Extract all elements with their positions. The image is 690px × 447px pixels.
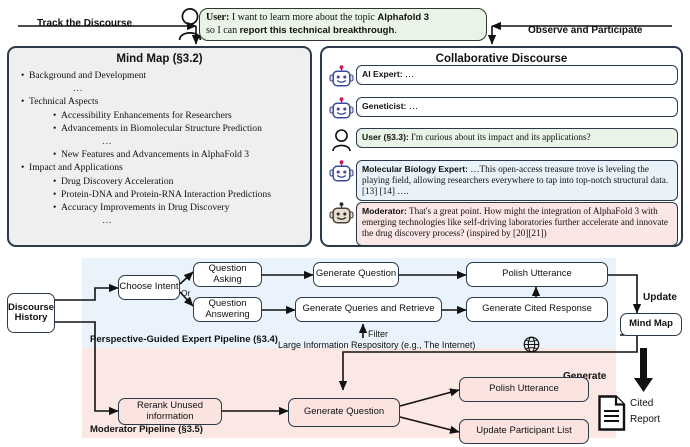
mind-map-item-label: … xyxy=(102,215,113,227)
label-or: Or xyxy=(181,288,191,298)
user-bubble-action: report this technical breakthrough xyxy=(239,24,395,36)
mind-map-item-label: Accuracy Improvements in Drug Discovery xyxy=(61,202,230,214)
label-expert-pipeline: Perspective-Guided Expert Pipeline (§3.4… xyxy=(90,334,278,345)
discourse-message-row: Moderator: That's a great point. How mig… xyxy=(326,202,678,246)
mind-map-item: … xyxy=(17,82,304,95)
mind-map-item-label: … xyxy=(73,83,84,95)
robot-tan-icon xyxy=(326,202,356,226)
node-generate-question-expert[interactable]: Generate Question xyxy=(313,262,399,287)
annotation-track-the-discourse: Track the Discourse xyxy=(37,18,133,29)
collaborative-discourse-panel: Collaborative Discourse AI Expert: … Gen… xyxy=(320,46,683,247)
robot-blue-icon xyxy=(326,160,356,184)
cited-report-document-icon xyxy=(598,395,626,436)
mind-map-item-label: Impact and Applications xyxy=(29,162,123,174)
mind-map-item: • Advancements in Biomolecular Structure … xyxy=(17,122,304,135)
discourse-message-bubble: Molecular Biology Expert: …This open-acc… xyxy=(356,160,678,202)
mind-map-bullet-icon: • xyxy=(21,70,25,81)
user-bubble-line1a: I want to learn more about the topic xyxy=(229,12,378,23)
discourse-message-body: That's a great point. How might the inte… xyxy=(362,205,668,239)
mind-map-panel: Mind Map (§3.2) • Background and Developm… xyxy=(7,46,312,247)
user-bubble-topic: Alphafold 3 xyxy=(377,12,430,23)
user-utterance-bubble: User: I want to learn more about the top… xyxy=(199,8,487,41)
label-update: Update xyxy=(643,292,677,303)
discourse-message-bubble: Moderator: That's a great point. How mig… xyxy=(356,202,678,246)
node-generate-queries-and-retrieve[interactable]: Generate Queries and Retrieve xyxy=(295,297,442,322)
mind-map-item-label: Protein-DNA and Protein-RNA Interaction … xyxy=(61,188,271,200)
mind-map-item-label: New Features and Advancements in AlphaFo… xyxy=(61,149,250,161)
annotation-observe-and-participate: Observe and Participate xyxy=(528,25,643,36)
discourse-message-row: User (§3.3): I'm curious about its impac… xyxy=(326,128,678,152)
discourse-history-line2: History xyxy=(14,312,48,323)
mind-map-title: Mind Map (§3.2) xyxy=(116,53,203,65)
mind-map-item: • Technical Aspects xyxy=(17,95,304,108)
mind-map-item: • Accuracy Improvements in Drug Discovery xyxy=(17,201,304,214)
mind-map-item: • New Features and Advancements in AlphaF… xyxy=(17,148,304,161)
discourse-title: Collaborative Discourse xyxy=(435,53,568,65)
discourse-message-speaker: AI Expert: xyxy=(362,68,403,79)
label-moderator-pipeline: Moderator Pipeline (§3.5) xyxy=(90,424,203,435)
robot-blue-icon xyxy=(326,97,356,121)
mind-map-item: … xyxy=(17,214,304,227)
label-cited-report-line2: Report xyxy=(630,414,661,425)
discourse-history-line1: Discourse xyxy=(8,301,54,313)
user-bubble-line2a: so I can xyxy=(206,24,240,36)
node-polish-utterance-expert[interactable]: Polish Utterance xyxy=(466,262,608,287)
discourse-message-body: … xyxy=(406,100,418,111)
node-question-answering[interactable]: Question Answering xyxy=(193,297,262,322)
node-generate-question-moderator[interactable]: Generate Question xyxy=(288,398,400,427)
label-generate: Generate xyxy=(563,371,607,382)
mind-map-bullet-icon: • xyxy=(53,122,57,134)
user-bubble-speaker: User: xyxy=(206,12,230,23)
node-mind-map[interactable]: Mind Map xyxy=(620,313,682,336)
node-update-participant-list[interactable]: Update Participant List xyxy=(459,419,589,444)
mind-map-bullet-icon: • xyxy=(53,109,57,121)
user-avatar-icon xyxy=(326,128,356,152)
mind-map-bullet-icon: • xyxy=(53,149,57,161)
mind-map-item: • Protein-DNA and Protein-RNA Interaction… xyxy=(17,188,304,201)
mind-map-item: • Drug Discovery Acceleration xyxy=(17,175,304,188)
discourse-message-bubble: Geneticist: … xyxy=(356,97,678,117)
discourse-message-row: AI Expert: … xyxy=(326,65,678,89)
mind-map-item: • Background and Development xyxy=(17,69,304,82)
mind-map-item: • Impact and Applications xyxy=(17,161,304,174)
discourse-message-body: … xyxy=(402,68,415,79)
mind-map-item-label: Technical Aspects xyxy=(29,96,99,108)
mind-map-list: •Background and Development…•Technical A… xyxy=(9,69,310,227)
node-polish-utterance-moderator[interactable]: Polish Utterance xyxy=(459,377,589,402)
mind-map-bullet-icon: • xyxy=(21,96,25,108)
mind-map-bullet-icon: • xyxy=(21,162,25,174)
node-question-asking[interactable]: Question Asking xyxy=(193,262,262,287)
discourse-message-speaker: Moderator: xyxy=(362,205,407,216)
robot-blue-icon xyxy=(326,65,356,89)
mind-map-bullet-icon: • xyxy=(53,175,57,187)
discourse-message-bubble: AI Expert: … xyxy=(356,65,678,85)
mind-map-item: … xyxy=(17,135,304,148)
discourse-message-row: Geneticist: … xyxy=(326,97,678,121)
label-filter: Filter xyxy=(368,329,388,339)
label-large-information-repository: Large Information Respository (e.g., The… xyxy=(278,340,476,350)
discourse-message-speaker: Molecular Biology Expert: xyxy=(362,163,469,174)
discourse-message-body: …This open-access treasure trove is leve… xyxy=(362,163,669,197)
node-choose-intent[interactable]: Choose Intent xyxy=(118,275,180,300)
mind-map-item-label: Advancements in Biomolecular Structure P… xyxy=(61,122,262,134)
user-bubble-line2c: . xyxy=(394,24,397,36)
mind-map-item: • Accessibility Enhancements for Research… xyxy=(17,109,304,122)
node-generate-cited-response[interactable]: Generate Cited Response xyxy=(466,297,608,322)
discourse-message-speaker: User (§3.3): xyxy=(362,131,409,142)
mind-map-bullet-icon: • xyxy=(53,202,57,214)
discourse-message-body: I'm curious about its impact and its app… xyxy=(408,131,591,142)
mind-map-item-label: Drug Discovery Acceleration xyxy=(61,175,174,187)
mind-map-item-label: Accessibility Enhancements for Researche… xyxy=(61,109,232,121)
node-rerank-unused-information[interactable]: Rerank Unused information xyxy=(118,398,222,425)
discourse-message-bubble: User (§3.3): I'm curious about its impac… xyxy=(356,128,678,148)
generate-arrow-icon xyxy=(634,348,653,392)
mind-map-item-label: Background and Development xyxy=(29,70,147,81)
label-cited-report-line1: Cited xyxy=(630,398,654,409)
discourse-message-row: Molecular Biology Expert: …This open-acc… xyxy=(326,160,678,202)
discourse-message-speaker: Geneticist: xyxy=(362,100,407,111)
globe-icon xyxy=(523,336,540,358)
node-discourse-history[interactable]: Discourse History xyxy=(7,293,55,333)
mind-map-item-label: … xyxy=(102,136,113,148)
mind-map-bullet-icon: • xyxy=(53,188,57,200)
